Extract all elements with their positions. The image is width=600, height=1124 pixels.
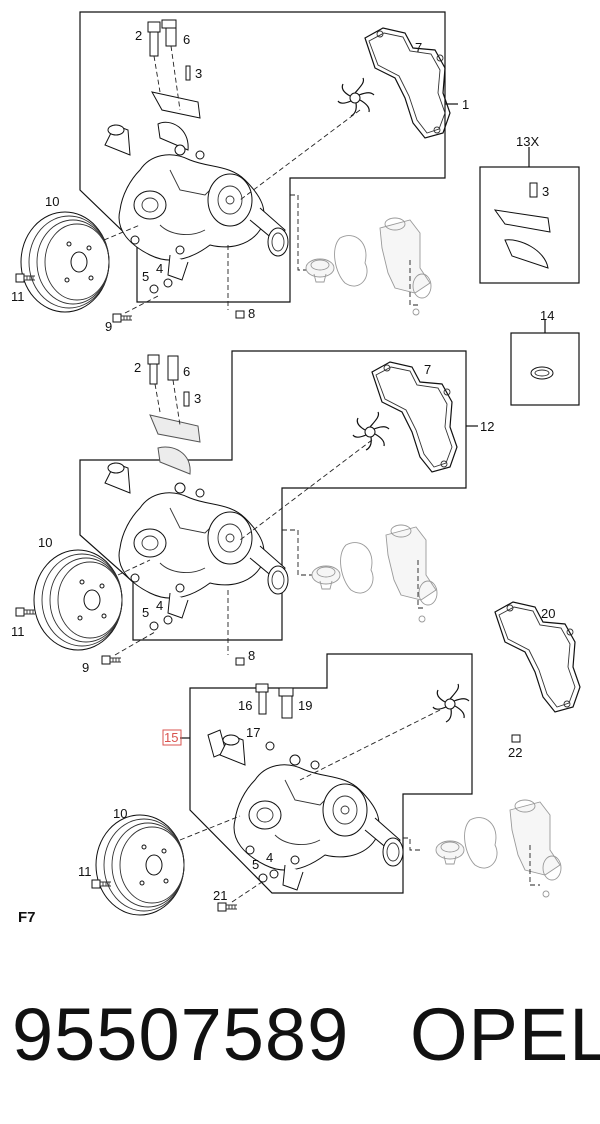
callout-8: 8 <box>248 306 255 321</box>
callout-4: 4 <box>156 598 163 613</box>
callout-5: 5 <box>252 857 259 872</box>
callout-6: 6 <box>183 32 190 47</box>
callout-10: 10 <box>45 194 59 209</box>
callout-15: 15 <box>164 730 178 745</box>
callout-labels-c: 20 22 16 19 17 15 10 5 4 11 21 <box>78 606 555 903</box>
callout-4: 4 <box>156 261 163 276</box>
callout-10: 10 <box>38 535 52 550</box>
callout-6: 6 <box>183 364 190 379</box>
callout-labels-kits: 13X 3 14 <box>516 134 554 323</box>
assembly-group-b <box>15 350 478 666</box>
callout-4: 4 <box>266 850 273 865</box>
kit-13x <box>479 147 580 284</box>
callout-22: 22 <box>508 745 522 760</box>
callout-1: 1 <box>462 97 469 112</box>
callout-13x: 13X <box>516 134 539 149</box>
callout-15-highlight-box <box>162 729 182 746</box>
kit-14 <box>510 320 580 406</box>
callout-7: 7 <box>415 40 422 55</box>
callout-12: 12 <box>480 419 494 434</box>
callout-8: 8 <box>248 648 255 663</box>
callout-labels-b: 2 6 3 7 12 10 5 4 11 9 8 <box>11 360 494 675</box>
callout-11: 11 <box>11 624 25 639</box>
callout-17: 17 <box>246 725 260 740</box>
callout-21: 21 <box>213 888 227 903</box>
assembly-group-c <box>91 601 581 916</box>
callout-11: 11 <box>78 864 92 879</box>
callout-5: 5 <box>142 269 149 284</box>
callout-7: 7 <box>424 362 431 377</box>
callout-labels-a: 2 6 3 7 1 10 5 4 11 9 8 <box>11 28 469 334</box>
brand-name: OPEL <box>410 993 600 1076</box>
callout-20: 20 <box>541 606 555 621</box>
callout-2: 2 <box>134 360 141 375</box>
assembly-group-a <box>15 11 458 323</box>
callout-10: 10 <box>113 806 127 821</box>
callout-19: 19 <box>298 698 312 713</box>
callout-11: 11 <box>11 289 25 304</box>
callout-9: 9 <box>105 319 112 334</box>
callout-2: 2 <box>135 28 142 43</box>
part-number: 95507589 <box>12 993 350 1076</box>
figure-label: F7 <box>18 909 36 926</box>
callout-14: 14 <box>540 308 554 323</box>
callout-3: 3 <box>195 66 202 81</box>
callout-9: 9 <box>82 660 89 675</box>
callout-5: 5 <box>142 605 149 620</box>
callout-3: 3 <box>194 391 201 406</box>
callout-3-kit: 3 <box>542 184 549 199</box>
callout-16: 16 <box>238 698 252 713</box>
